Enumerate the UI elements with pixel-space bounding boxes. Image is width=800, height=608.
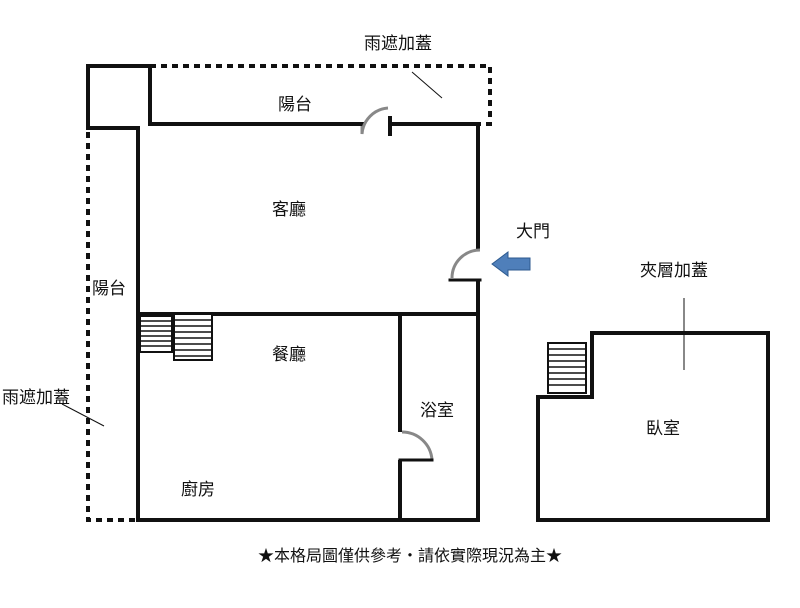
mezzanine-walls bbox=[536, 331, 770, 522]
label-mezzanine: 夾層加蓋 bbox=[640, 261, 708, 281]
canopy-left-leader bbox=[61, 403, 105, 427]
label-bathroom: 浴室 bbox=[420, 401, 454, 421]
canopy-outlines bbox=[86, 64, 492, 522]
label-living-room: 客廳 bbox=[272, 200, 306, 220]
main-unit-walls bbox=[86, 64, 480, 522]
label-balcony-left: 陽台 bbox=[92, 279, 126, 299]
canopy-top-leader bbox=[411, 71, 443, 99]
stairs-main bbox=[139, 313, 213, 361]
main-door-swing bbox=[450, 248, 481, 279]
stair-right bbox=[173, 313, 213, 361]
stair-right-treads bbox=[174, 319, 212, 357]
bathroom-door-swing bbox=[401, 430, 434, 461]
mezzanine-outline bbox=[536, 331, 770, 522]
left-canopy-outline bbox=[86, 132, 136, 522]
balcony-corner-wall bbox=[86, 64, 152, 130]
doors bbox=[360, 106, 482, 462]
label-bedroom: 臥室 bbox=[646, 419, 680, 439]
label-kitchen: 廚房 bbox=[181, 479, 215, 500]
footer-note: ★本格局圖僅供參考‧請依實際現況為主★ bbox=[258, 546, 562, 565]
label-main-door: 大門 bbox=[516, 222, 550, 242]
balcony-door bbox=[360, 106, 389, 135]
top-canopy-outline bbox=[150, 64, 492, 126]
label-balcony-top: 陽台 bbox=[278, 95, 312, 115]
stair-left-treads bbox=[140, 320, 172, 347]
label-canopy-left: 雨遮加蓋 bbox=[2, 388, 70, 408]
entrance-arrow-icon bbox=[491, 251, 531, 277]
label-canopy-top: 雨遮加蓋 bbox=[364, 34, 432, 54]
label-dining-room: 餐廳 bbox=[272, 345, 306, 365]
stairs-mezzanine bbox=[547, 342, 587, 394]
